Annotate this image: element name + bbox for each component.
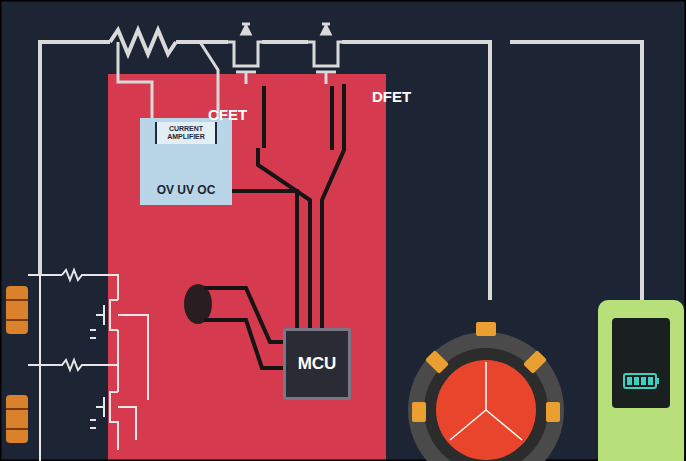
signal-wire	[232, 191, 297, 328]
mcu-chip: MCU	[283, 328, 351, 400]
cfet-label: CFET	[208, 106, 247, 123]
mosfet-symbol	[228, 24, 262, 84]
chip-label: MCU	[298, 354, 337, 374]
sensor-wire	[204, 288, 283, 368]
balancing-circuit	[28, 270, 148, 461]
mosfet-symbol	[308, 24, 342, 84]
motor	[408, 322, 564, 461]
power-wire	[40, 30, 642, 300]
battery-cell	[6, 286, 28, 443]
gate-wire	[258, 84, 344, 328]
amplifier-box: CURRENT AMPLIFIER OV UV OC	[140, 118, 232, 205]
protection-flags: OV UV OC	[157, 177, 216, 201]
bms-board	[108, 74, 386, 461]
amplifier-title: CURRENT AMPLIFIER	[155, 122, 217, 144]
dfet-label: DFET	[372, 88, 411, 105]
resistor-symbol	[110, 30, 176, 54]
battery-pack	[598, 300, 684, 461]
